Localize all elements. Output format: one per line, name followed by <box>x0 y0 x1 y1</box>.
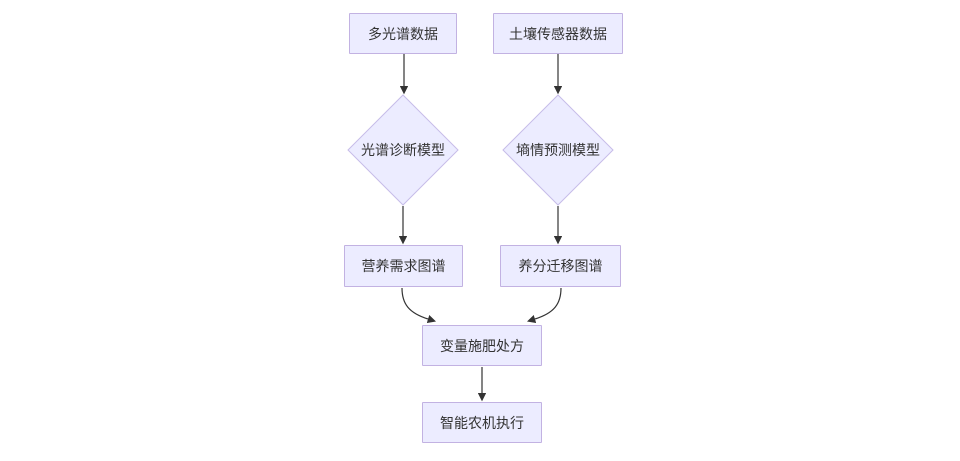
node-nutrition-demand-map-label: 营养需求图谱 <box>361 258 446 274</box>
node-shape-moisture-prediction-diamond <box>502 94 614 206</box>
node-multispectral-data: 多光谱数据 <box>349 13 457 54</box>
node-variable-fertilization-prescription-label: 变量施肥处方 <box>440 337 524 354</box>
node-smart-agri-machine-execution-label: 智能农机执行 <box>440 414 524 431</box>
node-nutrition-demand-map: 营养需求图谱 <box>344 245 463 287</box>
node-shape-spectral-diagnosis-diamond <box>347 94 459 206</box>
node-nutrient-transfer-map-label: 养分迁移图谱 <box>518 258 603 274</box>
edge-transfer-map-to-prescription <box>526 287 562 324</box>
node-multispectral-data-label: 多光谱数据 <box>368 25 438 42</box>
node-variable-fertilization-prescription: 变量施肥处方 <box>422 325 542 366</box>
node-soil-sensor-data: 土壤传感器数据 <box>493 13 623 54</box>
edge-nutrition-map-to-prescription <box>401 287 437 324</box>
node-soil-sensor-data-label: 土壤传感器数据 <box>509 25 607 42</box>
node-nutrient-transfer-map: 养分迁移图谱 <box>500 245 621 287</box>
node-smart-agri-machine-execution: 智能农机执行 <box>422 402 542 443</box>
